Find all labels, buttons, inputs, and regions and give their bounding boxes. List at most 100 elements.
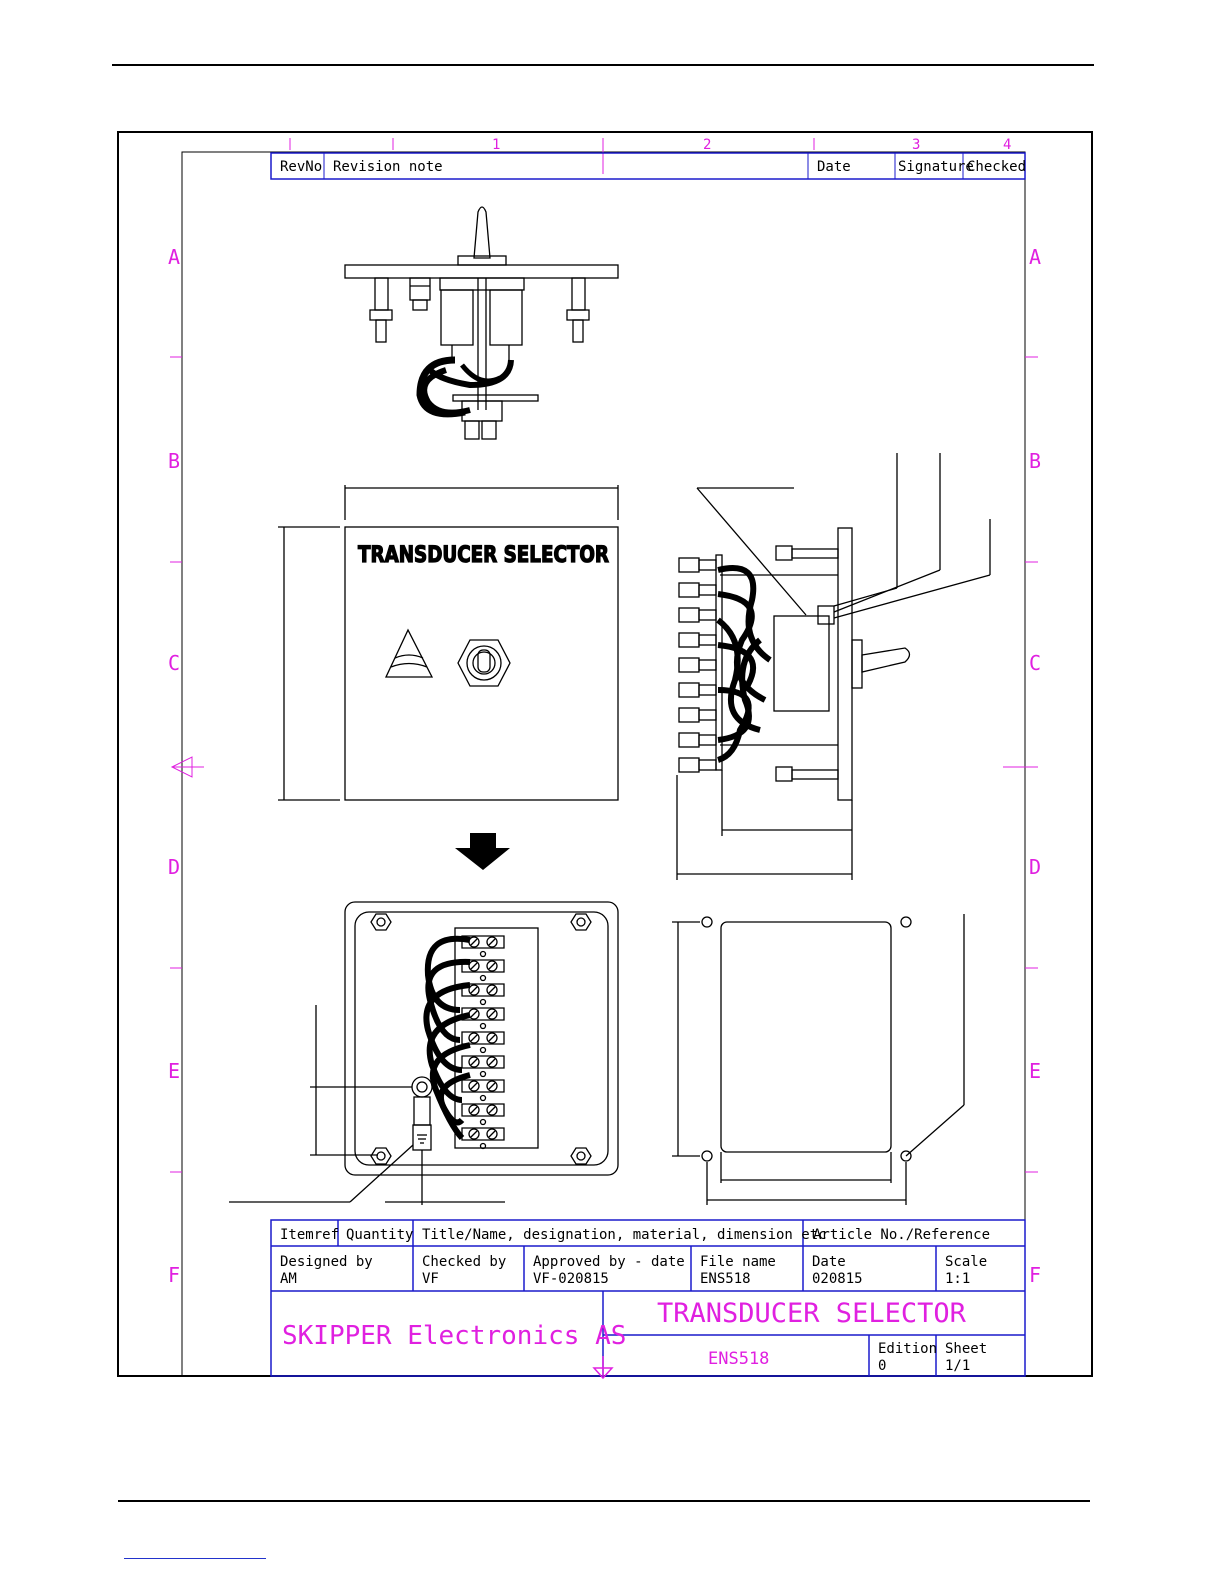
grid-row-a-left: A bbox=[168, 245, 180, 269]
terminal-screw-slot bbox=[470, 962, 478, 970]
scale-value: 1:1 bbox=[945, 1271, 970, 1287]
side-terminal bbox=[678, 682, 700, 698]
front-panel-view: TRANSDUCER SELECTOR bbox=[278, 485, 619, 801]
terminal-screw-slot bbox=[470, 938, 478, 946]
rev-date-label: Date bbox=[817, 159, 851, 175]
grid-row-labels: A B C D E F A B C D E F bbox=[168, 245, 1041, 1287]
revision-note-label: Revision note bbox=[333, 159, 443, 175]
grid-col-4: 4 bbox=[1003, 137, 1011, 153]
sheet-value: 1/1 bbox=[945, 1358, 970, 1374]
grid-row-f-right: F bbox=[1029, 1263, 1041, 1287]
mounting-view bbox=[672, 914, 965, 1205]
terminal-screw-slot bbox=[488, 962, 496, 970]
terminal-link bbox=[479, 1118, 487, 1126]
terminal-screw-slot bbox=[470, 986, 478, 994]
drawing-title: TRANSDUCER SELECTOR bbox=[657, 1298, 967, 1329]
sheet-label: Sheet bbox=[945, 1341, 987, 1357]
terminal-screw-slot bbox=[470, 1130, 478, 1138]
side-terminal bbox=[678, 657, 700, 673]
terminal-screw-slot bbox=[470, 1034, 478, 1042]
drawing-number: ENS518 bbox=[708, 1349, 769, 1369]
terminal-screw bbox=[468, 1080, 480, 1092]
terminal-cell bbox=[461, 1127, 505, 1141]
approved-label: Approved by - date bbox=[533, 1254, 685, 1270]
top-section-view bbox=[344, 206, 619, 440]
terminal-screw bbox=[486, 936, 498, 948]
rev-checked-label: Checked bbox=[967, 159, 1026, 175]
terminal-screw-slot bbox=[488, 938, 496, 946]
terminal-screw bbox=[486, 1128, 498, 1140]
terminal-link bbox=[479, 974, 487, 982]
side-terminal-screw bbox=[698, 609, 717, 621]
terminal-screw-slot bbox=[488, 1034, 496, 1042]
terminal-link bbox=[479, 1022, 487, 1030]
terminal-link bbox=[479, 998, 487, 1006]
terminal-screw-slot bbox=[488, 986, 496, 994]
terminal-screw bbox=[486, 960, 498, 972]
side-terminal-screw bbox=[698, 584, 717, 596]
terminal-cell bbox=[461, 959, 505, 973]
header-rule bbox=[112, 64, 1094, 66]
side-terminal bbox=[678, 607, 700, 623]
terminal-screw bbox=[486, 1056, 498, 1068]
edition-value: 0 bbox=[878, 1358, 886, 1374]
terminal-screw bbox=[486, 1104, 498, 1116]
inner-frame bbox=[181, 151, 1026, 1377]
title-header: Title/Name, designation, material, dimen… bbox=[422, 1227, 827, 1243]
terminal-screw bbox=[486, 1080, 498, 1092]
terminal-screw bbox=[486, 1032, 498, 1044]
back-view bbox=[229, 901, 619, 1205]
terminal-screw bbox=[468, 1032, 480, 1044]
grid-row-b-left: B bbox=[168, 449, 180, 473]
toggle-switch-icon bbox=[457, 639, 511, 687]
footer-link-underline bbox=[124, 1558, 266, 1559]
terminal-cell bbox=[461, 1079, 505, 1093]
grid-row-f-left: F bbox=[168, 1263, 180, 1287]
grid-column-labels: 1 2 3 4 bbox=[289, 137, 1011, 174]
grid-col-1: 1 bbox=[492, 137, 500, 153]
side-terminal bbox=[678, 557, 700, 573]
edition-label: Edition bbox=[878, 1341, 937, 1357]
rev-signature-label: Signature bbox=[898, 159, 974, 175]
panel-label: TRANSDUCER SELECTOR bbox=[358, 543, 609, 568]
side-terminal-screw bbox=[698, 684, 717, 696]
approved-value: VF-020815 bbox=[533, 1271, 609, 1287]
terminal-cell bbox=[461, 1103, 505, 1117]
side-terminal bbox=[678, 757, 700, 773]
quantity-header: Quantity bbox=[346, 1227, 413, 1243]
terminal-cell bbox=[461, 1031, 505, 1045]
side-terminal bbox=[678, 582, 700, 598]
rev-no-label: RevNo bbox=[280, 159, 322, 175]
terminal-link bbox=[479, 1094, 487, 1102]
grid-row-d-right: D bbox=[1029, 855, 1041, 879]
terminal-screw-slot bbox=[470, 1058, 478, 1066]
terminal-screw-slot bbox=[470, 1010, 478, 1018]
terminal-screw bbox=[468, 984, 480, 996]
terminal-link bbox=[479, 1142, 487, 1150]
grid-row-a-right: A bbox=[1029, 245, 1041, 269]
side-terminal bbox=[678, 707, 700, 723]
grid-row-d-left: D bbox=[168, 855, 180, 879]
footer-rule bbox=[118, 1500, 1090, 1502]
terminal-screw-slot bbox=[470, 1106, 478, 1114]
company-name: SKIPPER Electronics AS bbox=[282, 1321, 626, 1351]
side-view bbox=[676, 453, 991, 880]
grid-col-3: 3 bbox=[912, 137, 920, 153]
terminal-screw-slot bbox=[488, 1130, 496, 1138]
article-header: Article No./Reference bbox=[813, 1227, 990, 1243]
terminal-screw bbox=[486, 1008, 498, 1020]
grid-row-e-left: E bbox=[168, 1059, 180, 1083]
date-label: Date bbox=[812, 1254, 846, 1270]
transducer-icon bbox=[384, 628, 434, 678]
grid-row-e-right: E bbox=[1029, 1059, 1041, 1083]
revision-block: RevNo Revision note Date Signature Check… bbox=[270, 152, 1026, 180]
title-block: Itemref Quantity Title/Name, designation… bbox=[270, 1219, 1026, 1380]
terminal-screw-slot bbox=[470, 1082, 478, 1090]
side-terminal bbox=[678, 732, 700, 748]
terminal-screw-slot bbox=[488, 1106, 496, 1114]
terminal-screw bbox=[486, 984, 498, 996]
checked-by-label: Checked by bbox=[422, 1254, 506, 1270]
arrow-down-icon bbox=[455, 833, 510, 870]
designed-by-value: AM bbox=[280, 1271, 297, 1287]
